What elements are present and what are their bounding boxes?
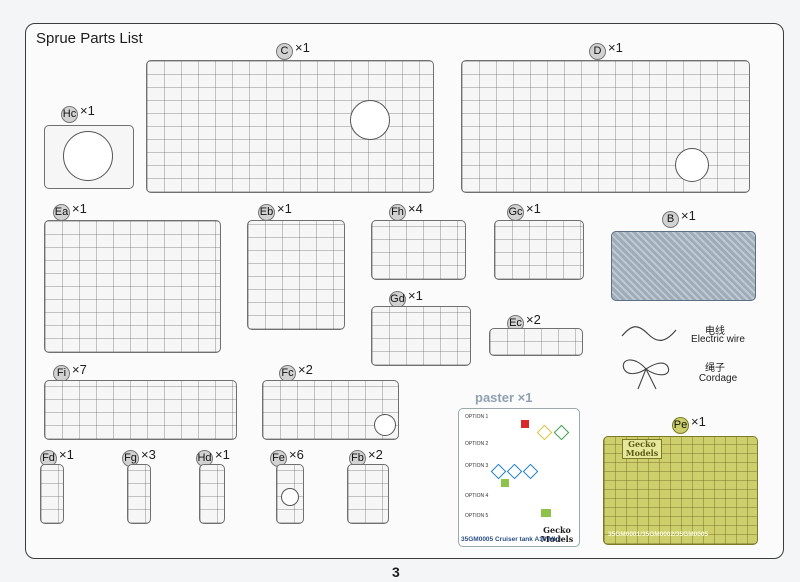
decal-blue-diamond-1 xyxy=(490,463,507,480)
sprue-hd xyxy=(199,464,225,524)
label-photo-etch: Pe×1 xyxy=(672,414,706,434)
sprue-ea xyxy=(44,220,221,353)
decal-option-3: OPTION 3 xyxy=(465,463,489,469)
sprue-c xyxy=(146,60,434,193)
label-sprue-b: B×1 xyxy=(662,208,696,228)
sprue-fb xyxy=(347,464,389,524)
label-sprue-fh: Fh×4 xyxy=(389,201,423,221)
label-sprue-fi: Fi×7 xyxy=(53,362,87,382)
sprue-c-turret-part xyxy=(350,100,390,140)
decal-option-1: OPTION 1 xyxy=(465,414,489,420)
photo-etch-gecko-logo: Gecko Models xyxy=(622,439,662,459)
decal-blue-diamond-3 xyxy=(522,463,539,480)
sprue-fc xyxy=(262,380,399,440)
sprue-gd xyxy=(371,306,471,366)
sprue-ec xyxy=(489,328,583,356)
sprue-fi xyxy=(44,380,237,440)
sprue-gc xyxy=(494,220,584,280)
sprue-fd xyxy=(40,464,64,524)
label-sprue-ea: Ea×1 xyxy=(53,201,87,221)
label-decal-sheet: paster ×1 xyxy=(475,390,533,405)
label-sprue-eb: Eb×1 xyxy=(258,201,292,221)
label-sprue-hd: Hd×1 xyxy=(196,447,230,467)
decal-option-5: OPTION 5 xyxy=(465,513,489,519)
label-sprue-ec: Ec×2 xyxy=(507,312,541,332)
electric-wire-label-en: Electric wire xyxy=(691,334,745,345)
decal-green-number xyxy=(541,509,551,517)
electric-wire-icon xyxy=(621,326,677,341)
sprue-fe-wheel-part xyxy=(281,488,299,506)
cordage-label-cn: 绳子 xyxy=(705,363,725,374)
label-sprue-gc: Gc×1 xyxy=(507,201,541,221)
label-sprue-fc: Fc×2 xyxy=(279,362,313,382)
decal-green-diamond xyxy=(553,424,570,441)
sprue-d-ring-part xyxy=(675,148,709,182)
sprue-b xyxy=(611,231,756,301)
decal-gecko-logo: Gecko Models xyxy=(540,525,574,544)
decal-blue-diamond-2 xyxy=(506,463,523,480)
decal-option-4: OPTION 4 xyxy=(465,493,489,499)
decal-red-marking xyxy=(521,420,529,428)
page-title: Sprue Parts List xyxy=(36,30,143,47)
cordage-label-en: Cordage xyxy=(698,373,738,384)
photo-etch-codes: 35GM0001/35GM0002/35GM0005 xyxy=(608,531,709,538)
decal-yellow-diamond xyxy=(536,424,553,441)
sprue-fg xyxy=(127,464,151,524)
decal-option-2: OPTION 2 xyxy=(465,441,489,447)
label-sprue-fb: Fb×2 xyxy=(349,447,383,467)
page-number: 3 xyxy=(392,564,400,580)
decal-sheet: OPTION 1 OPTION 2 OPTION 3 OPTION 4 OPTI… xyxy=(458,408,580,547)
label-sprue-c: C×1 xyxy=(276,40,310,60)
decal-green-square xyxy=(501,479,509,487)
label-sprue-gd: Gd×1 xyxy=(389,288,423,308)
electric-wire-label-cn: 电线 xyxy=(705,326,725,337)
photo-etch-sheet: Gecko Models 35GM0001/35GM0002/35GM0005 xyxy=(603,436,758,545)
sprue-fh xyxy=(371,220,466,280)
decal-product-strip: 35GM0005 Cruiser tank A10 Mk.I xyxy=(461,536,561,543)
label-sprue-fe: Fe×6 xyxy=(270,447,304,467)
sprue-hc-ring-part xyxy=(63,131,113,181)
cordage-icon xyxy=(622,359,670,390)
sprue-fc-wheel-part xyxy=(374,414,396,436)
label-sprue-d: D×1 xyxy=(589,40,623,60)
sprue-eb xyxy=(247,220,345,330)
label-sprue-hc: Hc×1 xyxy=(61,103,95,123)
